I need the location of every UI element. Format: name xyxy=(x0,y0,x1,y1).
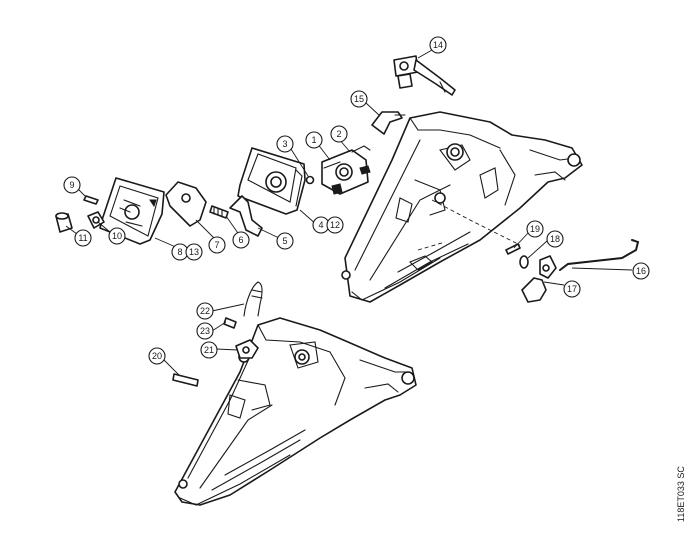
callout-19: 19 xyxy=(526,220,544,238)
part-20-pin xyxy=(172,373,199,387)
part-8-air-filter xyxy=(99,177,165,245)
callout-23: 23 xyxy=(196,322,214,340)
part-14-shaft xyxy=(393,55,456,96)
callout-3: 3 xyxy=(276,135,294,153)
callout-label: 22 xyxy=(200,306,210,316)
lower-handle-housing xyxy=(174,317,417,506)
alignment-line xyxy=(431,199,521,246)
callout-label: 18 xyxy=(550,234,560,244)
callout-label: 20 xyxy=(152,351,162,361)
callout-label: 4 xyxy=(318,220,323,230)
callout-label: 14 xyxy=(433,40,443,50)
callout-18: 18 xyxy=(546,230,564,248)
callout-label: 17 xyxy=(567,284,577,294)
part-23-screw xyxy=(223,317,237,329)
part-1-carburetor xyxy=(321,145,371,195)
part-16-rod xyxy=(559,239,640,271)
callout-2: 2 xyxy=(330,125,348,143)
part-7-cover xyxy=(165,181,207,227)
callout-label: 7 xyxy=(214,240,219,250)
callout-label: 16 xyxy=(636,266,646,276)
callout-label: 12 xyxy=(330,220,340,230)
callout-1: 1 xyxy=(305,131,323,149)
callout-label: 23 xyxy=(200,326,210,336)
part-4-filter-housing xyxy=(237,147,306,215)
callout-14: 14 xyxy=(429,36,447,54)
callout-22: 22 xyxy=(196,302,214,320)
callout-6: 6 xyxy=(232,231,250,249)
callout-20: 20 xyxy=(148,347,166,365)
callout-label: 13 xyxy=(189,247,199,257)
callout-7: 7 xyxy=(208,236,226,254)
callout-label: 6 xyxy=(238,235,243,245)
part-9-screw xyxy=(83,195,99,205)
callout-21: 21 xyxy=(200,341,218,359)
part-22-spring xyxy=(243,281,263,317)
part-19-pin xyxy=(505,243,521,255)
callout-label: 2 xyxy=(336,129,341,139)
callout-label: 5 xyxy=(282,236,287,246)
callout-label: 3 xyxy=(282,139,287,149)
callout-12: 12 xyxy=(326,216,344,234)
part-15-lever xyxy=(371,111,406,135)
callout-5: 5 xyxy=(276,232,294,250)
part-3-nut xyxy=(305,175,315,185)
callout-label: 8 xyxy=(177,247,182,257)
part-5-lever xyxy=(229,195,263,237)
part-21-lever xyxy=(235,339,259,359)
callout-label: 1 xyxy=(311,135,316,145)
callout-label: 9 xyxy=(69,180,74,190)
callout-13: 13 xyxy=(185,243,203,261)
part-17-lever xyxy=(521,255,557,303)
part-6-screw xyxy=(209,205,229,219)
callout-label: 11 xyxy=(78,233,87,243)
callout-17: 17 xyxy=(563,280,581,298)
callout-16: 16 xyxy=(632,262,650,280)
callout-9: 9 xyxy=(63,176,81,194)
part-18-washer xyxy=(519,255,529,269)
callout-label: 10 xyxy=(112,231,122,241)
document-code: 118ET033 SC xyxy=(676,466,686,522)
callout-label: 15 xyxy=(354,94,364,104)
callout-15: 15 xyxy=(350,90,368,108)
callout-11: 11 xyxy=(74,229,92,247)
upper-handle-housing xyxy=(341,111,583,303)
alignment-line xyxy=(417,241,446,251)
callout-10: 10 xyxy=(108,227,126,245)
callout-label: 19 xyxy=(530,224,540,234)
callout-label: 21 xyxy=(204,345,214,355)
